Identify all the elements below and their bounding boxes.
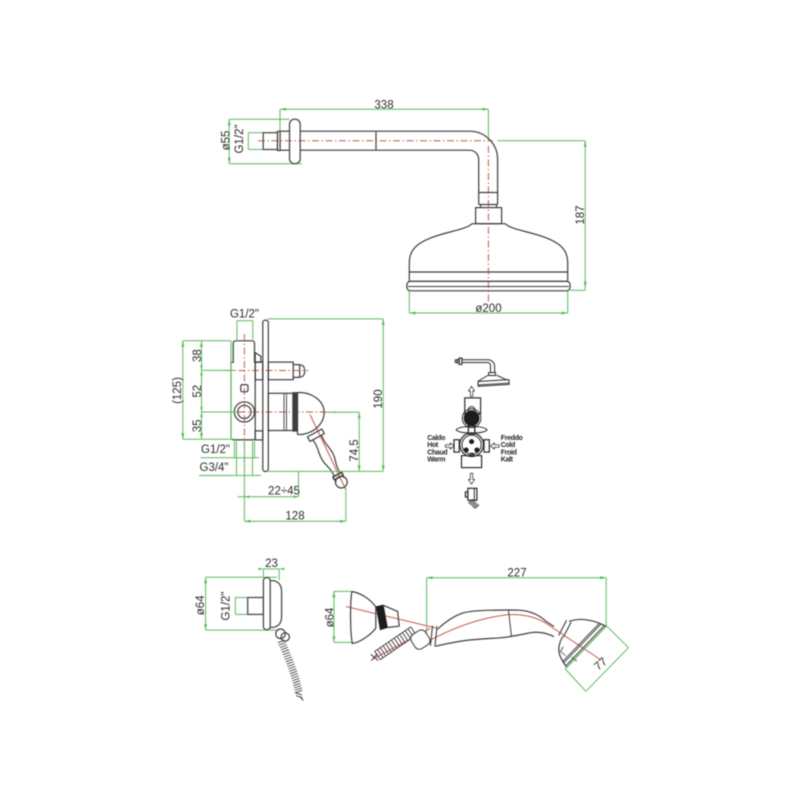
svg-text:ø64: ø64 [195, 595, 207, 615]
svg-text:G1/2": G1/2" [230, 308, 259, 320]
svg-text:338: 338 [374, 99, 393, 111]
svg-text:Froid: Froid [501, 449, 517, 456]
svg-text:52: 52 [192, 385, 204, 398]
svg-text:74,5: 74,5 [349, 439, 361, 461]
svg-text:128: 128 [285, 511, 304, 523]
svg-text:23: 23 [265, 558, 278, 570]
svg-text:Chaud: Chaud [427, 449, 447, 456]
svg-text:Hot: Hot [427, 442, 439, 449]
svg-text:Freddo: Freddo [501, 435, 523, 442]
svg-text:22÷45: 22÷45 [268, 486, 300, 498]
svg-text:G1/2": G1/2" [221, 591, 233, 620]
svg-text:G1/2": G1/2" [234, 124, 246, 153]
svg-text:(125): (125) [172, 377, 184, 404]
svg-text:G3/4": G3/4" [200, 462, 229, 474]
svg-text:G1/2": G1/2" [201, 444, 230, 456]
svg-text:ø64: ø64 [325, 607, 337, 627]
svg-text:Caldo: Caldo [427, 435, 445, 442]
svg-text:ø200: ø200 [475, 303, 501, 315]
svg-text:Cold: Cold [501, 442, 515, 449]
svg-text:38: 38 [192, 349, 204, 362]
svg-text:227: 227 [507, 567, 526, 579]
svg-text:Kalt: Kalt [501, 457, 514, 464]
svg-text:190: 190 [373, 389, 385, 408]
svg-text:Warm: Warm [427, 457, 445, 464]
svg-text:187: 187 [575, 205, 587, 224]
svg-text:35: 35 [192, 419, 204, 432]
svg-text:ø55: ø55 [220, 131, 232, 151]
